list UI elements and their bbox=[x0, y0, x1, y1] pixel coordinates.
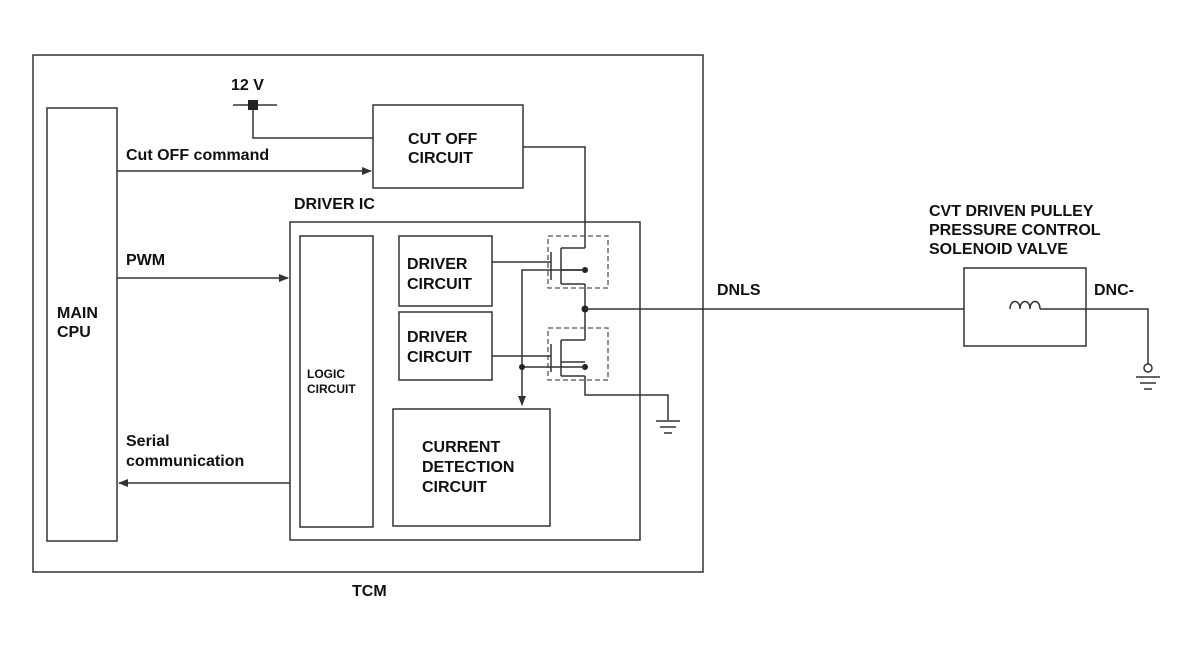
supply-12v-label: 12 V bbox=[231, 77, 264, 94]
upper-sense-wire bbox=[518, 269, 585, 406]
solenoid-label-line3: SOLENOID VALVE bbox=[929, 241, 1068, 258]
current-detection-circuit-box bbox=[392, 408, 551, 527]
solenoid-label-line2: PRESSURE CONTROL bbox=[929, 222, 1101, 239]
main-cpu-label-line1: MAIN bbox=[57, 305, 98, 322]
main-cpu-box bbox=[46, 107, 118, 542]
solenoid-valve-box bbox=[963, 267, 1087, 347]
cut-off-circuit-box bbox=[372, 104, 524, 189]
driver-circuit-2-label-line2: CIRCUIT bbox=[407, 349, 472, 366]
tcm-label: TCM bbox=[352, 583, 387, 600]
current-detection-label-line1: CURRENT bbox=[422, 439, 500, 456]
main-cpu-label-line2: CPU bbox=[57, 324, 91, 341]
current-detection-label-line2: DETECTION bbox=[422, 459, 514, 476]
driver-circuit-2-box bbox=[398, 311, 493, 381]
pwm-label: PWM bbox=[126, 252, 165, 269]
driver-ic-label: DRIVER IC bbox=[294, 196, 375, 213]
ground-symbol-solenoid bbox=[1136, 363, 1160, 390]
current-detection-label-line3: CIRCUIT bbox=[422, 479, 487, 496]
serial-communication-label-line1: Serial bbox=[126, 433, 170, 450]
ground-wire-tcm bbox=[584, 376, 669, 420]
logic-circuit-label-line1: LOGIC bbox=[307, 367, 345, 381]
logic-circuit-label-line2: CIRCUIT bbox=[307, 382, 356, 396]
dnls-label: DNLS bbox=[717, 282, 761, 299]
driver-circuit-2-label-line1: DRIVER bbox=[407, 329, 468, 346]
cut-off-output-wire bbox=[523, 146, 586, 248]
supply-terminal-block bbox=[248, 100, 258, 110]
cut-off-circuit-label-line1: CUT OFF bbox=[408, 131, 478, 148]
driver-circuit-1-label-line1: DRIVER bbox=[407, 256, 468, 273]
cut-off-command-label: Cut OFF command bbox=[126, 147, 269, 164]
dnc-label: DNC- bbox=[1094, 282, 1134, 299]
driver-circuit-1-label-line2: CIRCUIT bbox=[407, 276, 472, 293]
solenoid-label-line1: CVT DRIVEN PULLEY bbox=[929, 203, 1094, 220]
serial-communication-label-line2: communication bbox=[126, 453, 244, 470]
logic-circuit-box bbox=[299, 235, 374, 528]
ground-symbol-tcm bbox=[656, 420, 680, 434]
driver-circuit-1-box bbox=[398, 235, 493, 307]
dnc-wire bbox=[1086, 308, 1149, 364]
solenoid-coil-icon bbox=[1009, 300, 1041, 310]
sense-junction-dot bbox=[519, 364, 525, 370]
cut-off-circuit-label-line2: CIRCUIT bbox=[408, 150, 473, 167]
supply-wire bbox=[252, 110, 373, 139]
